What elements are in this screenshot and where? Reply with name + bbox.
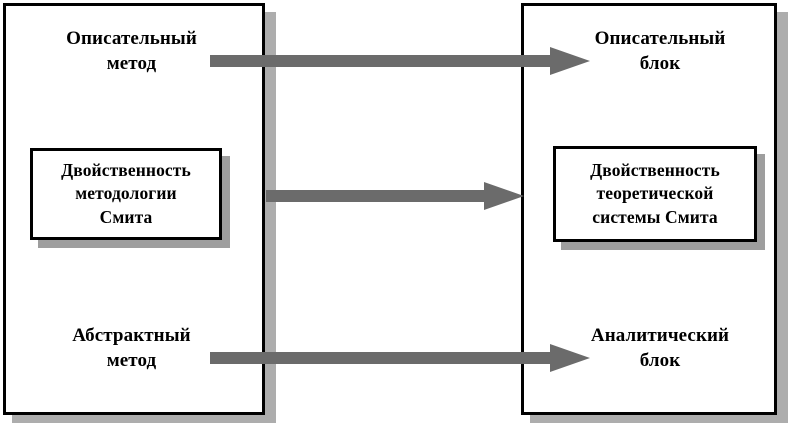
right-inner-box: Двойственность теоретической системы Сми… — [553, 146, 757, 242]
top-arrow — [210, 47, 590, 75]
left-bottom-label: Абстрактный метод — [72, 325, 191, 372]
middle-arrow — [266, 182, 524, 210]
right-bottom-label: Аналитический блок — [590, 325, 730, 372]
bottom-arrow — [210, 344, 590, 372]
left-inner-box-text: Двойственность методологии Смита — [61, 160, 191, 227]
left-top-label: Описательный метод — [66, 28, 197, 75]
right-top-label: Описательный блок — [594, 28, 726, 75]
left-inner-box: Двойственность методологии Смита — [30, 148, 222, 240]
right-inner-box-text: Двойственность теоретической системы Сми… — [590, 160, 720, 227]
